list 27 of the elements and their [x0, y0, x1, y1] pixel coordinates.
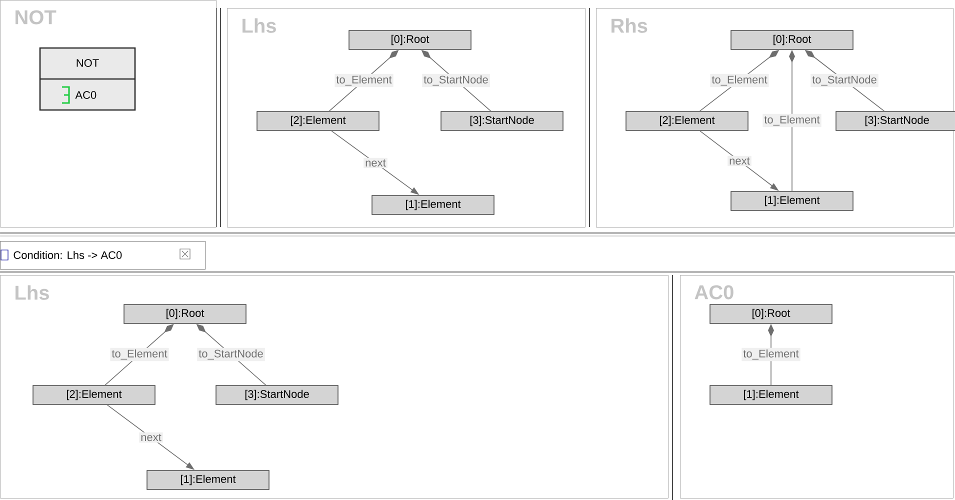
object-box: [1]:Element: [710, 385, 832, 405]
object-box: [2]:Element: [626, 111, 748, 131]
edge-label: to_StartNode: [422, 74, 490, 88]
edge-label: to_StartNode: [810, 74, 878, 88]
object-box: [2]:Element: [32, 385, 156, 405]
object-box: [3]:StartNode: [836, 111, 955, 131]
object-box: [0]:Root: [348, 30, 472, 50]
edge-label: to_Element: [110, 348, 169, 362]
edge-label: to_Element: [742, 348, 800, 362]
object-box: [0]:Root: [124, 304, 246, 324]
edge-label: next: [364, 158, 388, 168]
object-box: [1]:Element: [146, 470, 270, 490]
edge-label: to_Element: [334, 74, 394, 88]
object-box: [3]:StartNode: [440, 111, 564, 131]
object-box: [0]:Root: [730, 30, 854, 50]
edge-label: next: [139, 432, 163, 443]
object-box: [2]:Element: [256, 111, 380, 131]
object-box: [3]:StartNode: [216, 385, 338, 405]
edge-label: next: [728, 156, 752, 166]
edge-label: to_Element: [710, 74, 769, 88]
object-box: [0]:Root: [710, 304, 832, 324]
object-box: [1]:Element: [730, 191, 854, 211]
edge-label: to_Element: [762, 114, 822, 128]
edge-label: to_StartNode: [197, 348, 265, 362]
condition-box: NOT AC0: [39, 47, 136, 111]
object-box: [1]:Element: [372, 195, 494, 215]
editor-tab: Condition: Lhs -> AC0: [0, 240, 206, 270]
